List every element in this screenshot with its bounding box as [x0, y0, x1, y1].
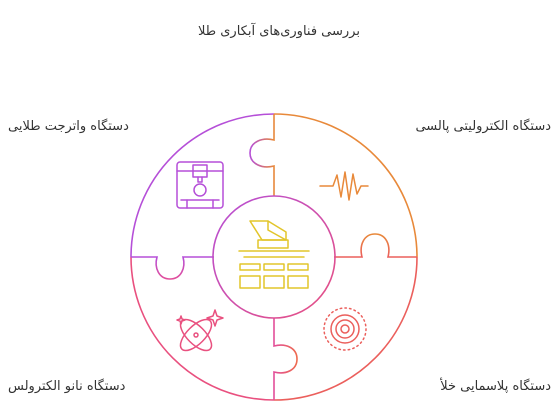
waterjet-machine-icon [176, 161, 224, 209]
divider-top [249, 114, 275, 196]
nano-atom-icon [176, 309, 224, 352]
outer-arc-top-left [130, 113, 275, 258]
diagram-title: بررسی فناوری‌های آبکاری طلا [198, 24, 360, 39]
divider-bottom [273, 318, 298, 400]
outer-arc-bottom-right [273, 256, 418, 401]
label-bottom-right: دستگاه پلاسمایی خلأ [440, 379, 551, 394]
plasma-target-icon [323, 307, 367, 351]
label-bottom-left: دستگاه نانو الکترولس [8, 379, 126, 394]
label-top-left: دستگاه واترجت طلایی [8, 119, 129, 134]
divider-right [334, 233, 417, 258]
divider-left [131, 256, 214, 280]
gold-bars-icon [238, 220, 310, 289]
label-top-right: دستگاه الکترولیتی پالسی [415, 119, 551, 134]
pulse-wave-icon [319, 171, 369, 201]
center-circle [212, 195, 336, 319]
outer-arc-bottom-left [130, 256, 275, 401]
outer-arc-top-right [273, 113, 418, 258]
